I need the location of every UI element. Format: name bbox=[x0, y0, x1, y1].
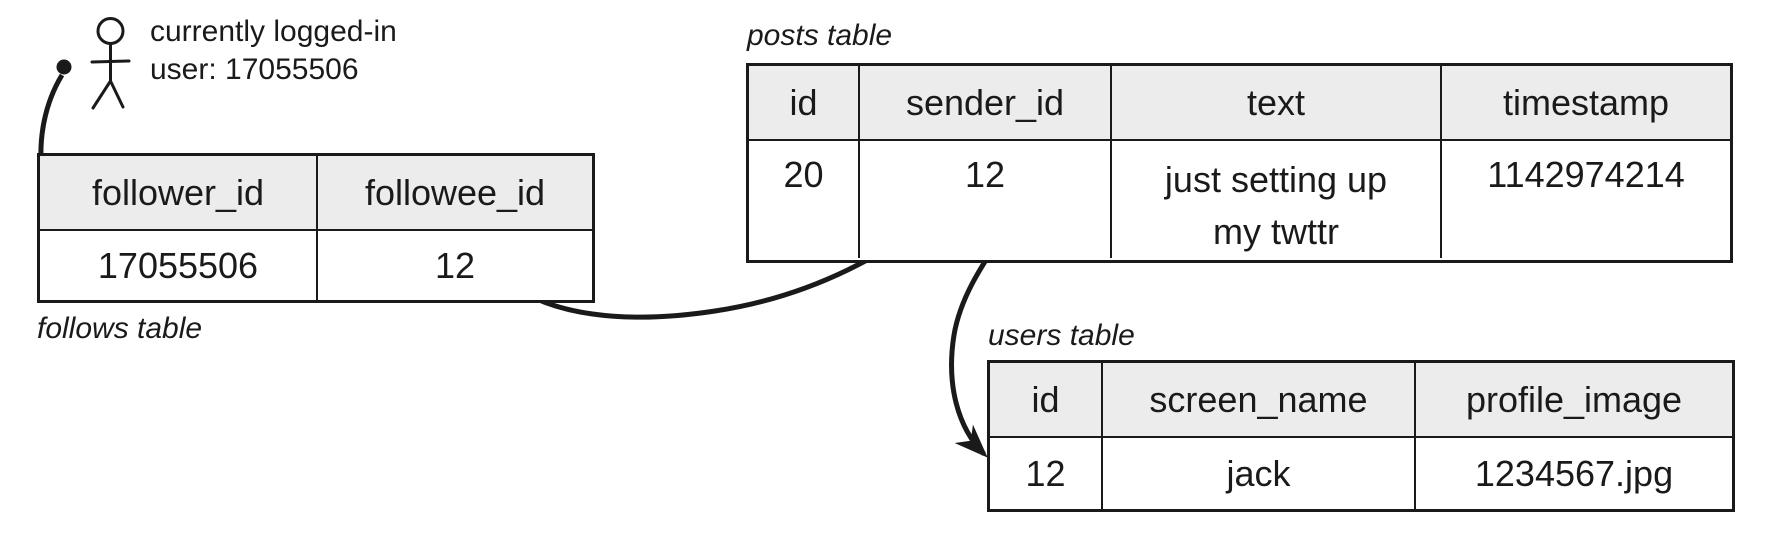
follows-cell-follower-id: 17055506 bbox=[40, 231, 318, 300]
follows-header-followee-id: followee_id bbox=[364, 171, 546, 213]
follows-data-row: 17055506 12 bbox=[40, 231, 592, 300]
posts-header-row: id sender_id text timestamp bbox=[749, 66, 1730, 141]
logged-in-note-line2: user: 17055506 bbox=[150, 53, 359, 86]
users-table: id screen_name profile_image 12 jack 123… bbox=[987, 360, 1735, 512]
follows-header-row: follower_id followee_id bbox=[40, 156, 592, 231]
users-header-id: id bbox=[990, 363, 1103, 436]
posts-text-line2: my twttr bbox=[1213, 211, 1339, 252]
posts-data-row: 20 12 just setting up my twttr 114297421… bbox=[749, 141, 1730, 258]
posts-header-text: text bbox=[1112, 66, 1442, 139]
posts-cell-sender-id: 12 bbox=[860, 141, 1112, 258]
posts-table-label: posts table bbox=[747, 19, 893, 52]
posts-header-sender-id: sender_id bbox=[860, 66, 1112, 139]
relation-dot-user bbox=[56, 59, 72, 75]
posts-table: id sender_id text timestamp 20 12 just s… bbox=[746, 63, 1733, 263]
person-icon bbox=[90, 17, 131, 110]
posts-cell-timestamp: 1142974214 bbox=[1487, 154, 1685, 195]
logged-in-note-line1: currently logged-in bbox=[150, 15, 397, 48]
users-header-screen-name: screen_name bbox=[1103, 363, 1416, 436]
posts-header-id: id bbox=[749, 66, 860, 139]
follows-header-follower-id: follower_id bbox=[40, 156, 318, 229]
users-table-label: users table bbox=[988, 319, 1135, 352]
posts-header-timestamp: timestamp bbox=[1502, 81, 1670, 123]
follows-table: follower_id followee_id 17055506 12 bbox=[37, 153, 595, 303]
users-header-profile-image: profile_image bbox=[1465, 378, 1683, 420]
users-cell-profile-image: 1234567.jpg bbox=[1474, 452, 1674, 494]
follows-table-label: follows table bbox=[37, 312, 203, 345]
posts-text-line1: just setting up bbox=[1164, 159, 1388, 200]
logged-in-note: currently logged-in user: 17055506 bbox=[150, 13, 397, 89]
posts-cell-text: just setting up my twttr bbox=[1112, 141, 1442, 258]
follows-cell-followee-id: 12 bbox=[434, 244, 476, 286]
users-cell-screen-name: jack bbox=[1103, 438, 1416, 509]
users-cell-id: 12 bbox=[990, 438, 1103, 509]
users-header-row: id screen_name profile_image bbox=[990, 363, 1732, 438]
users-data-row: 12 jack 1234567.jpg bbox=[990, 438, 1732, 509]
posts-cell-id: 20 bbox=[749, 141, 860, 258]
